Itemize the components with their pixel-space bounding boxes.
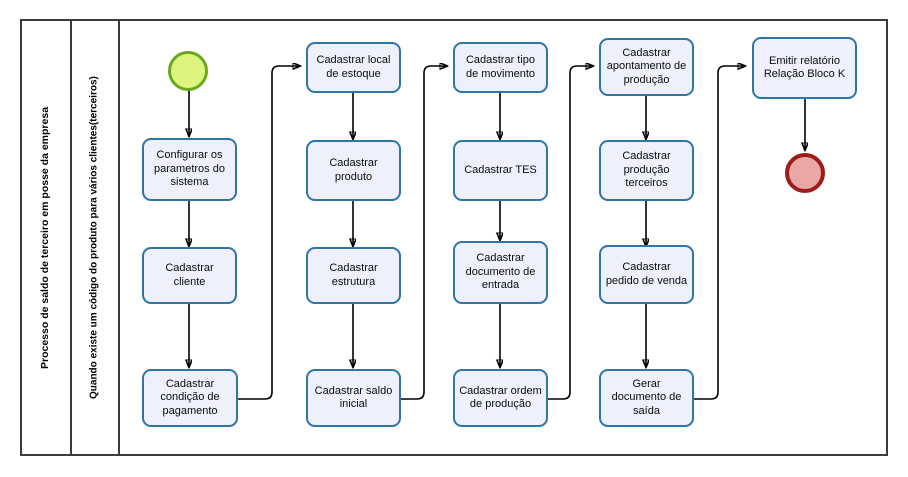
task-label: Cadastrar tipo de movimento	[465, 54, 536, 80]
task-label: Cadastrar pedido de venda	[605, 261, 688, 287]
task-gerar-documento-saida[interactable]: Gerar documento de saída	[599, 369, 694, 427]
task-cadastrar-pedido-venda[interactable]: Cadastrar pedido de venda	[599, 245, 694, 304]
task-label: Cadastrar estrutura	[329, 262, 378, 288]
lane-divider-2	[118, 19, 120, 456]
task-label: Cadastrar condição de pagamento	[160, 377, 220, 417]
end-event[interactable]	[785, 153, 825, 193]
lane-divider-1	[70, 19, 72, 456]
task-label: Cadastrar apontamento de produção	[606, 46, 687, 86]
task-cadastrar-cliente[interactable]: Cadastrar cliente	[142, 247, 237, 304]
start-event[interactable]	[168, 51, 208, 91]
lane-label: Quando existe um código do produto para …	[88, 76, 100, 399]
task-cadastrar-ordem-producao[interactable]: Cadastrar ordem de produção	[453, 369, 548, 427]
task-cadastrar-saldo-inicial[interactable]: Cadastrar saldo inicial	[306, 369, 401, 427]
task-cadastrar-producao-terceiros[interactable]: Cadastrar produção terceiros	[599, 140, 694, 201]
task-label: Cadastrar ordem de produção	[459, 384, 542, 411]
task-configurar-parametros[interactable]: Configurar os parametros do sistema	[142, 138, 237, 201]
task-cadastrar-condicao-pagamento[interactable]: Cadastrar condição de pagamento	[142, 369, 238, 427]
task-label: Cadastrar produção terceiros	[622, 150, 671, 190]
task-label: Gerar documento de saída	[611, 377, 682, 417]
task-label: Cadastrar documento de entrada	[465, 252, 536, 292]
task-label: Configurar os parametros do sistema	[154, 149, 225, 189]
task-label: Emitir relatório Relação Bloco K	[763, 54, 846, 81]
task-label: Cadastrar cliente	[165, 262, 214, 288]
task-cadastrar-tes[interactable]: Cadastrar TES	[453, 140, 548, 201]
task-label: Cadastrar saldo inicial	[314, 384, 393, 411]
task-cadastrar-documento-entrada[interactable]: Cadastrar documento de entrada	[453, 241, 548, 304]
task-emitir-relatorio-bloco-k[interactable]: Emitir relatório Relação Bloco K	[752, 37, 857, 99]
task-cadastrar-apontamento-producao[interactable]: Cadastrar apontamento de produção	[599, 38, 694, 96]
task-cadastrar-local-estoque[interactable]: Cadastrar local de estoque	[306, 42, 401, 93]
task-cadastrar-produto[interactable]: Cadastrar produto	[306, 140, 401, 201]
task-label: Cadastrar produto	[329, 157, 378, 183]
task-cadastrar-tipo-movimento[interactable]: Cadastrar tipo de movimento	[453, 42, 548, 93]
task-label: Cadastrar local de estoque	[316, 54, 391, 80]
pool-label: Processo de saldo de terceiro em posse d…	[39, 106, 51, 369]
task-label: Cadastrar TES	[464, 163, 537, 176]
task-cadastrar-estrutura[interactable]: Cadastrar estrutura	[306, 247, 401, 304]
